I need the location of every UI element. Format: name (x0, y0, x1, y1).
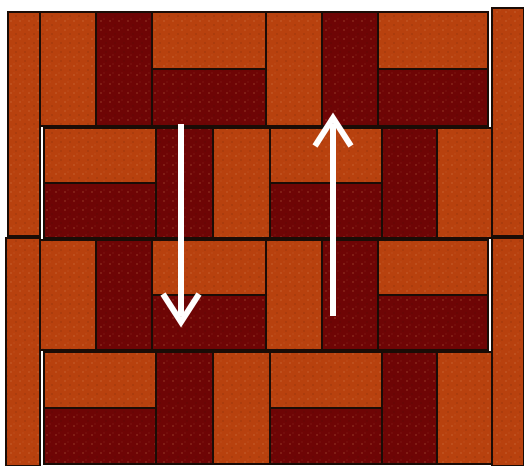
edge-brick-left-top-texture (9, 13, 39, 235)
tile-r2-c1-brick-a-texture (45, 129, 155, 182)
tile-r3-c1-brick-a-texture (41, 241, 95, 349)
tile-r2-c2-brick-a-texture (157, 129, 212, 237)
tile-r4-c1-brick-b-texture (45, 409, 155, 463)
tile-r4-c2-brick-b-texture (214, 353, 269, 463)
tile-r1-c3-brick-a-texture (267, 13, 321, 125)
edge-brick-right-bottom-texture (493, 239, 523, 465)
tile-r3-c1-brick-b-texture (97, 241, 151, 349)
tile-r2-c3-brick-a-texture (271, 129, 381, 182)
tile-r4-c3-brick-a-texture (271, 353, 381, 407)
tile-r2-c4-brick-a-texture (383, 129, 436, 237)
tile-r1-c4-brick-a-texture (379, 13, 487, 68)
tile-r1-c1-brick-a-texture (41, 13, 95, 125)
tile-r2-c2-brick-b-texture (214, 129, 269, 237)
tile-r1-c2-brick-b-texture (153, 70, 265, 125)
tile-r2-c3-brick-b-texture (271, 184, 381, 237)
tile-r4-c1-brick-a-texture (45, 353, 155, 407)
tile-r1-c3-brick-b-texture (323, 13, 377, 125)
tile-r4-c2-brick-a-texture (157, 353, 212, 463)
tile-r4-c3-brick-b-texture (271, 409, 381, 463)
edge-brick-right-top-texture (493, 9, 523, 235)
tile-r4-c4-brick-b-texture (438, 353, 491, 463)
tile-r4-c4-brick-a-texture (383, 353, 436, 463)
tile-r2-c1-brick-b-texture (45, 184, 155, 237)
tile-r1-c1-brick-b-texture (97, 13, 151, 125)
tile-r3-c4-brick-a-texture (379, 241, 487, 294)
tile-r1-c4-brick-b-texture (379, 70, 487, 125)
tile-r2-c4-brick-b-texture (438, 129, 491, 237)
tile-r1-c2-brick-a-texture (153, 13, 265, 68)
tile-r3-c4-brick-b-texture (379, 296, 487, 349)
edge-brick-left-bottom-texture (7, 239, 39, 465)
brick-tiles (40, 12, 492, 464)
tile-r3-c2-brick-a-texture (153, 241, 265, 294)
tile-r3-c3-brick-a-texture (267, 241, 321, 349)
